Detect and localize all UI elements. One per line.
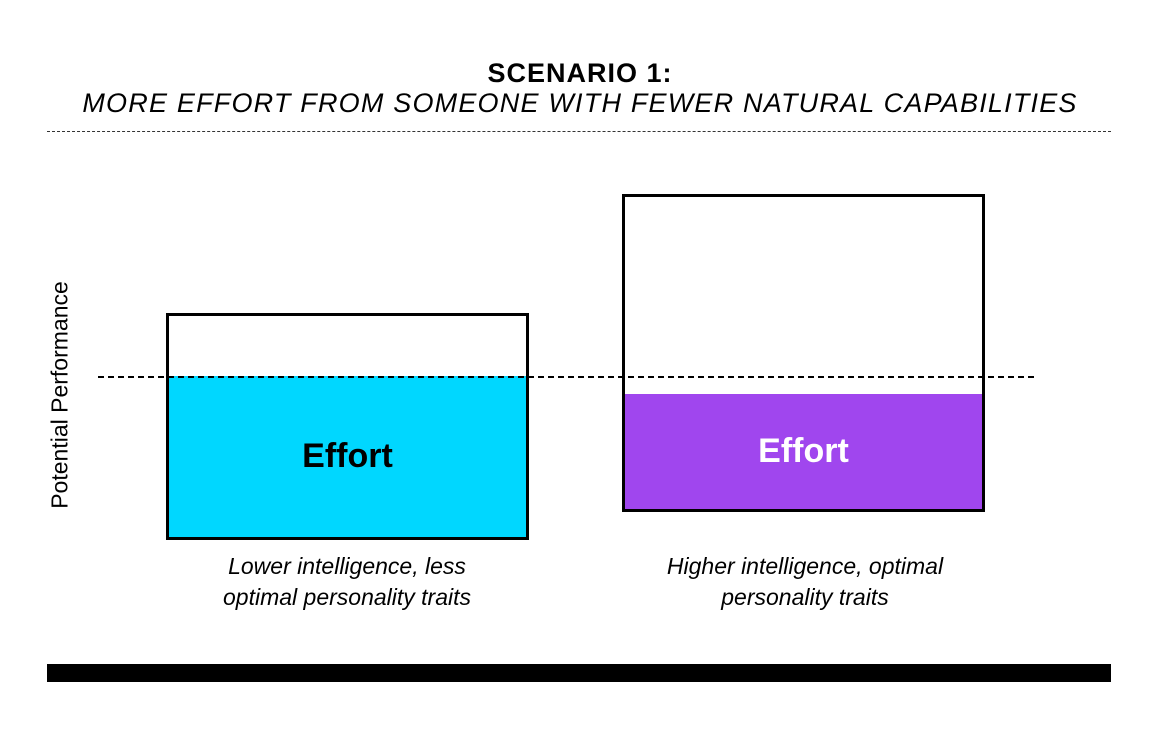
caption-line: personality traits [721,584,889,610]
caption-line: Lower intelligence, less [228,553,466,579]
caption-line: Higher intelligence, optimal [666,553,944,579]
header-divider [47,131,1111,132]
y-axis-label: Potential Performance [46,281,73,509]
scenario-subtitle: MORE EFFORT FROM SOMEONE WITH FEWER NATU… [82,88,1078,118]
effort-fill-lower: Effort [169,376,526,537]
effort-fill-higher: Effort [625,394,982,509]
scenario-title: SCENARIO 1: [487,58,673,88]
capacity-box-lower: Effort [166,313,529,540]
capacity-box-higher: Effort [622,194,985,512]
effort-label: Effort [302,437,393,475]
footer-bar [47,664,1111,682]
caption-higher: Higher intelligence, optimal personality… [625,551,985,613]
performance-threshold-line [98,376,1034,378]
caption-line: optimal personality traits [223,584,471,610]
effort-label: Effort [758,432,849,470]
caption-lower: Lower intelligence, less optimal persona… [167,551,527,613]
